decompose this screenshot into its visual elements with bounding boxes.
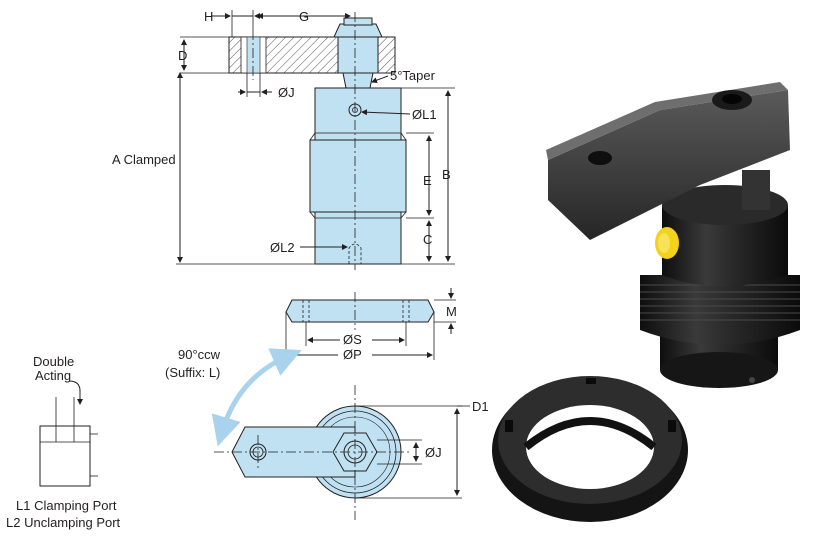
label-e: E xyxy=(423,173,432,188)
label-acting: Acting xyxy=(35,368,71,383)
label-g: G xyxy=(299,9,309,24)
label-a-clamped: A Clamped xyxy=(112,152,176,167)
plan-view xyxy=(211,348,470,520)
lock-nut-photo xyxy=(492,376,688,522)
label-j-top: ØJ xyxy=(278,85,295,100)
label-d1: D1 xyxy=(472,399,489,414)
label-b: B xyxy=(442,167,451,182)
label-l2: ØL2 xyxy=(270,240,295,255)
rotation-arrow-icon xyxy=(211,348,302,447)
label-s: ØS xyxy=(343,332,362,347)
port-schematic xyxy=(39,380,98,487)
label-port2: L2 Unclamping Port xyxy=(6,515,121,530)
label-m: M xyxy=(446,304,457,319)
label-rotation: 90°ccw xyxy=(178,347,221,362)
swing-clamp-photo xyxy=(546,82,800,388)
flange-view xyxy=(285,288,456,360)
label-c: C xyxy=(423,232,432,247)
label-h: H xyxy=(204,9,213,24)
label-p: ØP xyxy=(343,347,362,362)
label-port1: L1 Clamping Port xyxy=(16,498,117,513)
label-l1: ØL1 xyxy=(412,107,437,122)
label-double: Double xyxy=(33,354,74,369)
label-j-bottom: ØJ xyxy=(425,445,442,460)
label-d: D xyxy=(178,48,187,63)
label-taper: 5°Taper xyxy=(390,68,436,83)
label-suffix: (Suffix: L) xyxy=(165,365,220,380)
side-view xyxy=(176,10,455,270)
